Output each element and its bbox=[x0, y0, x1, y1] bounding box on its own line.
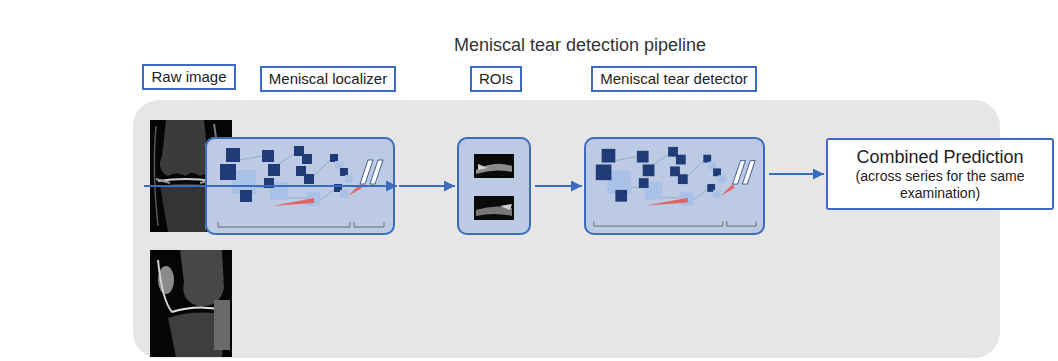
flow-arrow bbox=[535, 185, 582, 187]
stage-box: Raw image bbox=[148, 119, 234, 359]
stage-box: Meniscal tear detector bbox=[584, 137, 765, 235]
flow-arrow bbox=[399, 185, 455, 187]
mri-sagittal bbox=[150, 250, 232, 357]
stage-label: Meniscal localizer bbox=[260, 66, 396, 92]
stage-label: ROIs bbox=[470, 66, 522, 92]
stage-box: ROIs bbox=[457, 137, 531, 235]
cnn-icon bbox=[594, 147, 756, 226]
box-note: (across series for the same examination) bbox=[836, 168, 1044, 202]
stage-label: Meniscal tear detector bbox=[591, 66, 757, 92]
flow-arrow bbox=[144, 185, 397, 187]
roi-crops bbox=[474, 154, 514, 220]
flow-arrow bbox=[769, 173, 824, 175]
stage-box: Meniscal localizer bbox=[205, 137, 395, 235]
stage-label: Raw image bbox=[142, 64, 235, 90]
output-box: Combined Prediction(across series for th… bbox=[826, 138, 1054, 210]
box-heading: Combined Prediction bbox=[836, 146, 1044, 168]
diagram-title: Meniscal tear detection pipeline bbox=[454, 34, 706, 56]
